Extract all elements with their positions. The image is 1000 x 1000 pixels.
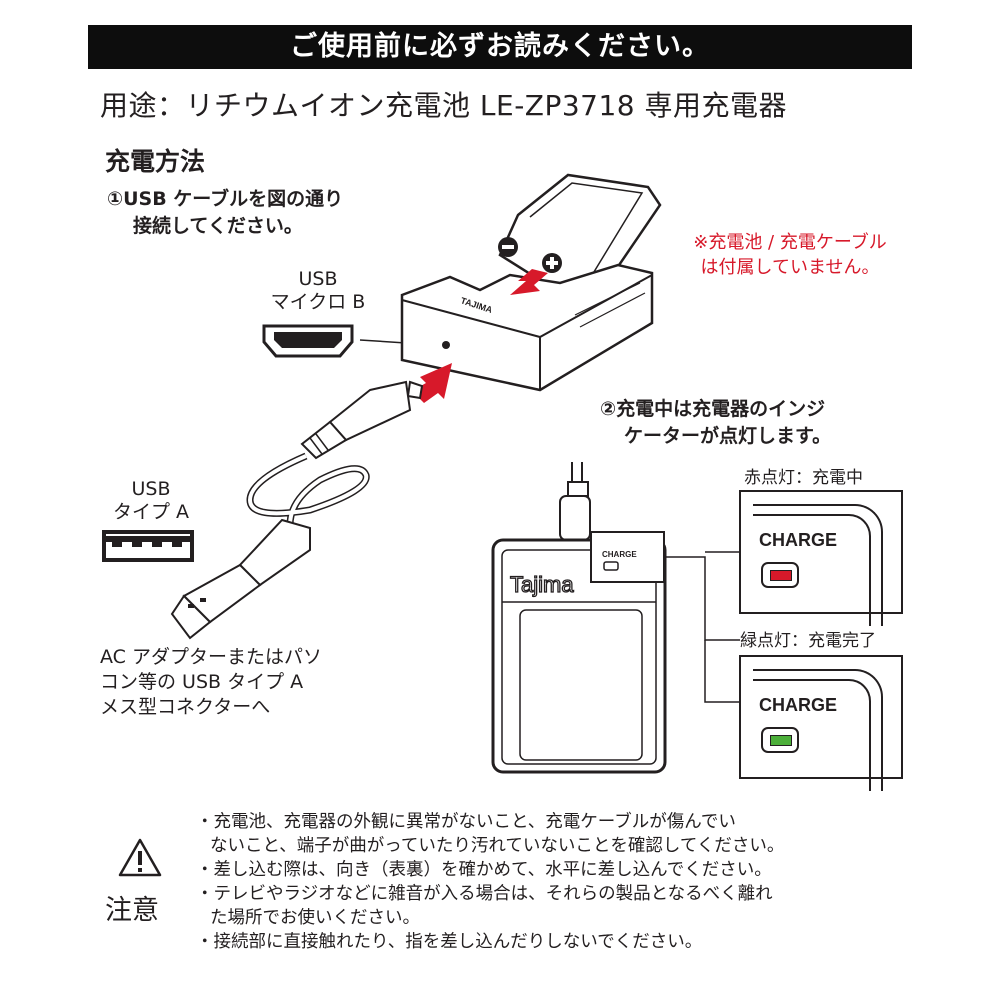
tajima-logo: Tajima xyxy=(510,572,574,597)
ac-line1: AC アダプターまたはパソ xyxy=(100,646,322,668)
usb-micro-b-line2: マイクロ B xyxy=(270,291,366,313)
not-included-note: ※充電池 / 充電ケーブル は付属していません。 xyxy=(670,230,910,280)
green-led-icon xyxy=(770,735,792,746)
step2-line1: ②充電中は充電器のインジ xyxy=(600,398,826,420)
step1-instruction: ①USB ケーブルを図の通り 接続してください。 xyxy=(107,186,343,240)
usb-micro-b-port-icon xyxy=(262,324,453,358)
usb-type-a-port-icon xyxy=(102,530,194,562)
note-line2: は付属していません。 xyxy=(700,257,880,278)
battery-icon xyxy=(498,173,662,301)
usb-micro-b-label: USB マイクロ B xyxy=(258,268,378,314)
caution-item-cont: ないこと、端子が曲がっていたり汚れていないことを確認してください。 xyxy=(210,836,785,856)
ac-line2: コン等の USB タイプ A xyxy=(100,671,304,693)
usb-micro-b-line1: USB xyxy=(298,268,338,290)
charger-with-battery-illustration: TAJIMA xyxy=(400,173,662,403)
caution-item: ・テレビやラジオなどに雑音が入る場合は、それらの製品となるべく離れ xyxy=(196,884,773,904)
usb-type-a-line1: USB xyxy=(131,478,171,500)
small-charge-label: CHARGE xyxy=(602,550,637,559)
charging-indicator-panel: CHARGE xyxy=(739,490,903,626)
caution-item: ・充電池、充電器の外観に異常がないこと、充電ケーブルが傷んでい xyxy=(196,812,736,832)
usb-type-a-line2: タイプ A xyxy=(112,501,190,523)
caution-item-cont: た場所でお使いください。 xyxy=(210,908,420,928)
charge-text: CHARGE xyxy=(759,530,838,550)
step1-line1: ①USB ケーブルを図の通り xyxy=(107,188,344,210)
caution-list: ・充電池、充電器の外観に異常がないこと、充電ケーブルが傷んでい ないこと、端子が… xyxy=(196,810,784,954)
usb-cable-illustration xyxy=(170,380,424,640)
ac-line3: メス型コネクターへ xyxy=(100,696,271,718)
warning-triangle-icon xyxy=(118,838,162,877)
usb-type-a-label: USB タイプ A xyxy=(96,478,206,524)
caution-item: ・差し込む際は、向き（表裏）を確かめて、水平に差し込んでください。 xyxy=(196,860,772,880)
note-line1: ※充電池 / 充電ケーブル xyxy=(693,232,887,253)
caution-item: ・接続部に直接触れたり、指を差し込んだりしないでください。 xyxy=(196,932,703,952)
charge-text: CHARGE xyxy=(759,695,838,715)
led-frame xyxy=(761,562,799,588)
red-led-icon xyxy=(770,570,792,581)
battery-insert-arrow-icon xyxy=(510,269,548,295)
step2-line2: ケーターが点灯します。 xyxy=(624,425,832,447)
caution-label: 注意 xyxy=(105,895,159,926)
red-indicator-label: 赤点灯：充電中 xyxy=(744,468,863,488)
led-frame xyxy=(761,727,799,753)
step2-instruction: ②充電中は充電器のインジ ケーターが点灯します。 xyxy=(600,396,831,450)
purpose-line: 用途：リチウムイオン充電池 LE-ZP3718 専用充電器 xyxy=(100,89,788,122)
step1-line2: 接続してください。 xyxy=(133,215,303,237)
small-led-icon xyxy=(603,561,619,571)
indicator-highlight-box xyxy=(590,531,665,583)
charger-top-view-illustration: Tajima CHARGE xyxy=(491,462,740,774)
complete-indicator-panel: CHARGE xyxy=(739,655,903,791)
usb-insert-arrow-icon xyxy=(412,363,452,403)
charging-method-title: 充電方法 xyxy=(105,147,206,176)
ac-adapter-instruction: AC アダプターまたはパソ コン等の USB タイプ A メス型コネクターへ xyxy=(100,645,322,720)
green-indicator-label: 緑点灯：充電完了 xyxy=(740,631,876,651)
charge-led-dot xyxy=(442,341,450,349)
read-before-use-banner: ご使用前に必ずお読みください。 xyxy=(88,25,912,69)
